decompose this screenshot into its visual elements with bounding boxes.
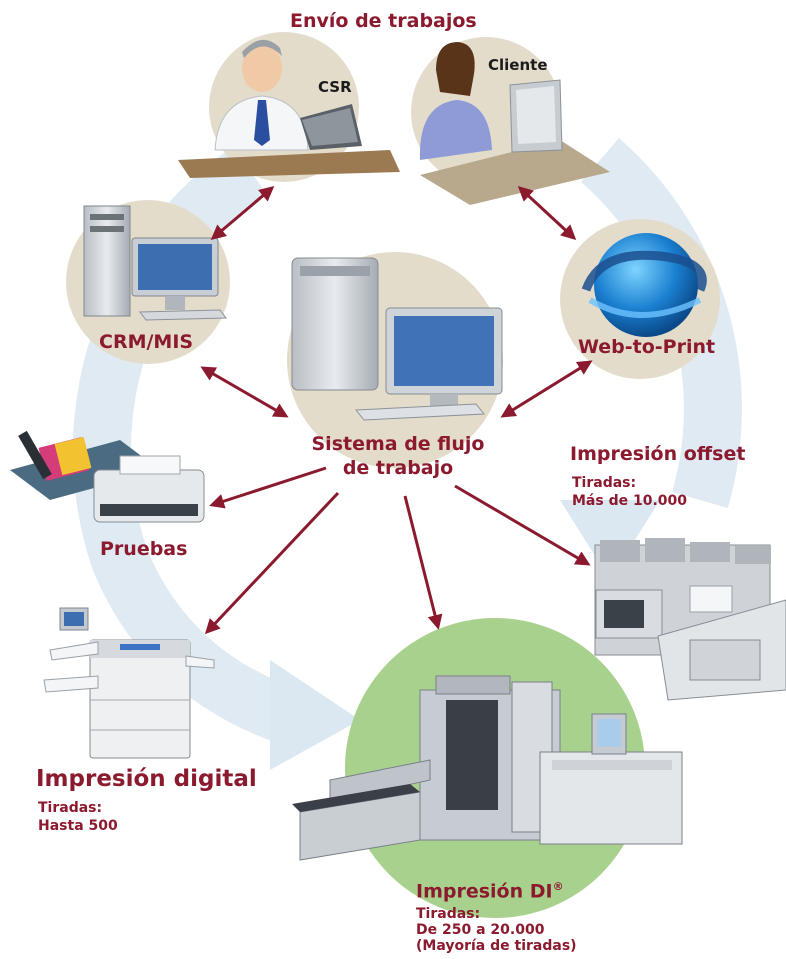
arrow-sistema-offset: [454, 484, 591, 566]
offset-title: Impresión offset: [570, 443, 746, 465]
di-registered-mark: ®: [552, 880, 564, 893]
offset-press: [594, 538, 786, 701]
di-title: Impresión DI®: [416, 880, 564, 902]
sistema-label-line1: Sistema de flujo: [311, 433, 485, 455]
crm-label: CRM/MIS: [99, 331, 194, 353]
connector-arrows: [200, 185, 593, 635]
diagram-title: Envío de trabajos: [290, 10, 477, 32]
arrow-crm-sistema: [200, 366, 289, 418]
csr-label: CSR: [318, 78, 352, 96]
csr-node: [178, 32, 400, 182]
crm-node: [66, 200, 230, 364]
sistema-node: [287, 252, 503, 468]
cliente-node: [411, 37, 610, 205]
di-title-text: Impresión DI: [416, 880, 553, 903]
web-node: [560, 219, 720, 379]
arrow-cliente-web: [517, 185, 577, 241]
pruebas-label: Pruebas: [100, 538, 188, 560]
flow-arrow-left: [270, 660, 360, 770]
arrow-web-sistema: [500, 360, 593, 418]
di-runs-label: Tiradas:: [416, 906, 481, 922]
digital-runs-value: Hasta 500: [38, 818, 118, 834]
web-label: Web-to-Print: [578, 336, 716, 358]
cliente-label: Cliente: [488, 56, 548, 74]
arrow-sistema-pruebas: [209, 466, 327, 509]
pruebas-device: [10, 430, 205, 523]
di-runs-value: De 250 a 20.000: [416, 922, 545, 938]
offset-runs-label: Tiradas:: [572, 475, 637, 491]
digital-runs-label: Tiradas:: [38, 800, 103, 816]
digital-printer: [43, 607, 215, 759]
sistema-label: Sistema de flujo de trabajo: [303, 432, 493, 480]
di-note: (Mayoría de tiradas): [416, 938, 577, 954]
digital-title: Impresión digital: [36, 766, 257, 792]
arrow-sistema-di: [403, 495, 443, 630]
arrow-sistema-digital: [204, 491, 340, 635]
di-press: [292, 618, 683, 918]
arrow-csr-crm: [210, 186, 275, 240]
offset-runs-value: Más de 10.000: [572, 493, 688, 509]
sistema-label-line2: de trabajo: [342, 457, 454, 479]
